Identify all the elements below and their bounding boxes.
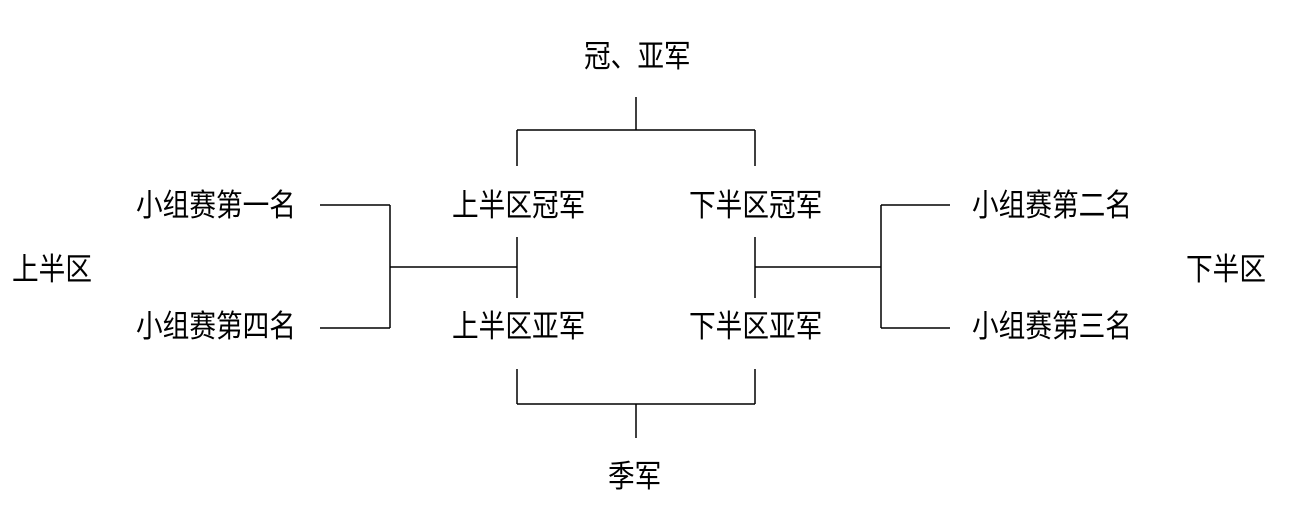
group-first-label: 小组赛第一名 <box>136 188 296 224</box>
lower-runner-up-label: 下半区亚军 <box>689 309 823 345</box>
right-side-label: 下半区 <box>1186 252 1266 288</box>
group-third-label: 小组赛第三名 <box>972 309 1132 345</box>
third-place-label: 季军 <box>608 459 662 495</box>
lower-champion-label: 下半区冠军 <box>689 188 823 224</box>
left-side-label: 上半区 <box>12 252 92 288</box>
upper-runner-up-label: 上半区亚军 <box>452 309 586 345</box>
group-fourth-label: 小组赛第四名 <box>136 309 296 345</box>
final-label: 冠、亚军 <box>584 39 691 75</box>
upper-champion-label: 上半区冠军 <box>452 188 586 224</box>
group-second-label: 小组赛第二名 <box>972 188 1132 224</box>
